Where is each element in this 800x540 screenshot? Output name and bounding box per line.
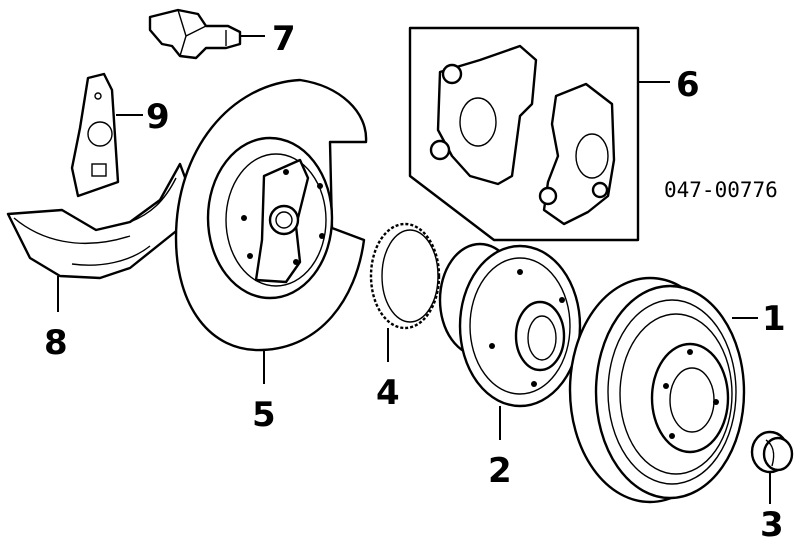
mounting-bracket-icon	[70, 72, 120, 198]
wheel-hub-icon	[438, 242, 582, 408]
callout-5: 5	[252, 395, 276, 435]
dust-shield-icon	[174, 78, 368, 352]
callout-1: 1	[762, 299, 786, 339]
brake-caliper-icon	[408, 26, 640, 242]
hub-cap-icon	[750, 430, 794, 474]
wear-sensor-icon	[148, 8, 242, 60]
callout-6: 6	[676, 65, 700, 105]
abs-tone-ring-icon	[369, 222, 441, 330]
callout-2: 2	[488, 451, 512, 491]
callout-4: 4	[376, 373, 400, 413]
callout-9: 9	[146, 97, 170, 137]
brake-rotor-icon	[568, 276, 746, 504]
callout-8: 8	[44, 323, 68, 363]
reference-code: 047-00776	[664, 178, 778, 202]
callout-7: 7	[272, 19, 296, 59]
callout-3: 3	[760, 505, 784, 540]
